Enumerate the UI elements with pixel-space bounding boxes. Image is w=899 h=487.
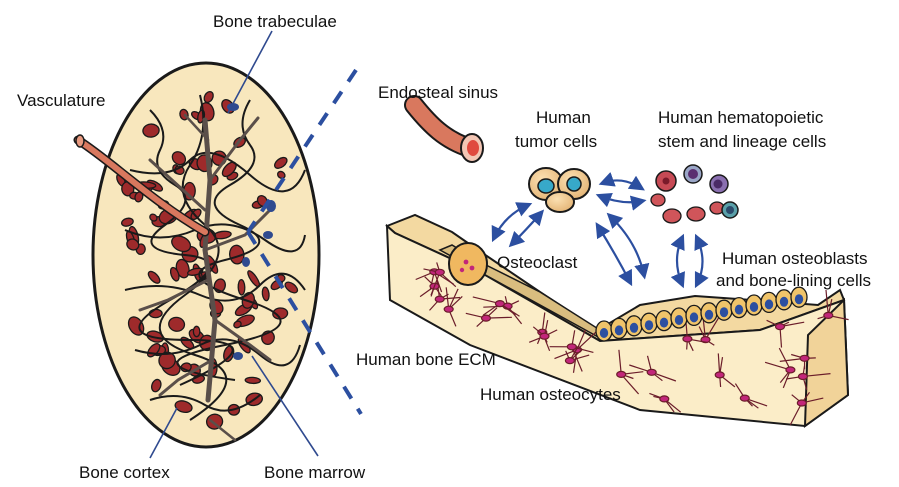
osteoblast-nucleus xyxy=(690,312,698,322)
label-osteocytes: Human osteocytes xyxy=(480,385,621,404)
osteocyte-cell xyxy=(617,371,626,377)
osteocyte-cell xyxy=(824,312,833,318)
osteocyte-cell xyxy=(435,269,444,275)
osteoblast-nucleus xyxy=(720,307,728,317)
label-bone-marrow: Bone marrow xyxy=(264,463,366,482)
label-bone-cortex: Bone cortex xyxy=(79,463,170,482)
osteoblast-nucleus xyxy=(795,294,803,304)
vasculature-opening xyxy=(76,135,84,147)
osteocyte-cell xyxy=(797,400,806,406)
osteocyte-cell xyxy=(647,369,656,375)
label-vasculature: Vasculature xyxy=(17,91,106,110)
osteoblast-nucleus xyxy=(765,299,773,309)
osteocyte-cell xyxy=(495,301,504,307)
label-hematopoietic-2: stem and lineage cells xyxy=(658,132,826,151)
marrow-blob xyxy=(149,309,162,318)
marrow-blob xyxy=(245,377,260,384)
osteocyte-cell xyxy=(482,315,491,321)
osteocyte-cell xyxy=(540,333,549,339)
osteocyte-cell xyxy=(776,324,785,330)
osteocyte-cell xyxy=(444,306,453,312)
osteoblast-nucleus xyxy=(675,315,683,325)
arrow-hematopoietic-osteoblast xyxy=(677,238,682,284)
osteoblast-nucleus xyxy=(705,310,713,320)
osteoblast-nucleus xyxy=(600,328,608,338)
tumor-cells-cluster xyxy=(529,168,590,212)
osteocyte-cell xyxy=(567,344,576,350)
osteoblast-nucleus xyxy=(630,323,638,333)
label-bone-trabeculae: Bone trabeculae xyxy=(213,12,337,31)
osteocyte-cell xyxy=(715,372,724,378)
osteoblast-nucleus xyxy=(780,297,788,307)
osteocyte-cell xyxy=(786,367,795,373)
arrow-tumor-hematopoietic xyxy=(600,196,642,202)
osteoblast-nucleus xyxy=(660,318,668,328)
osteocyte-cell xyxy=(683,336,692,342)
label-bone-ecm: Human bone ECM xyxy=(356,350,496,369)
osteocyte-cell xyxy=(798,374,807,380)
osteocyte-cell xyxy=(565,358,574,364)
osteoblast-nucleus xyxy=(645,320,653,330)
endosteal-sinus-vessel xyxy=(414,105,483,162)
osteocyte-cell xyxy=(660,396,669,402)
label-human-tumor-cells-2: tumor cells xyxy=(515,132,597,151)
osteoclast-cell xyxy=(449,243,487,285)
osteocyte-cell xyxy=(800,355,809,361)
label-osteoblasts-1: Human osteoblasts xyxy=(722,249,868,268)
marrow-blob xyxy=(193,326,200,337)
label-hematopoietic-1: Human hematopoietic xyxy=(658,108,824,127)
label-human-tumor-cells-1: Human xyxy=(536,108,591,127)
label-osteoclast: Osteoclast xyxy=(497,253,578,272)
label-endosteal-sinus: Endosteal sinus xyxy=(378,83,498,102)
osteocyte-cell xyxy=(435,296,444,302)
osteocyte-cell xyxy=(740,395,749,401)
bone-cross-section xyxy=(76,63,319,447)
hematopoietic-cells xyxy=(651,165,738,223)
label-osteoblasts-2: and bone-lining cells xyxy=(716,271,871,290)
osteoblast-nucleus xyxy=(750,302,758,312)
osteoblast-nucleus xyxy=(735,305,743,315)
osteoblast-nucleus xyxy=(615,325,623,335)
marrow-blob xyxy=(238,279,245,295)
